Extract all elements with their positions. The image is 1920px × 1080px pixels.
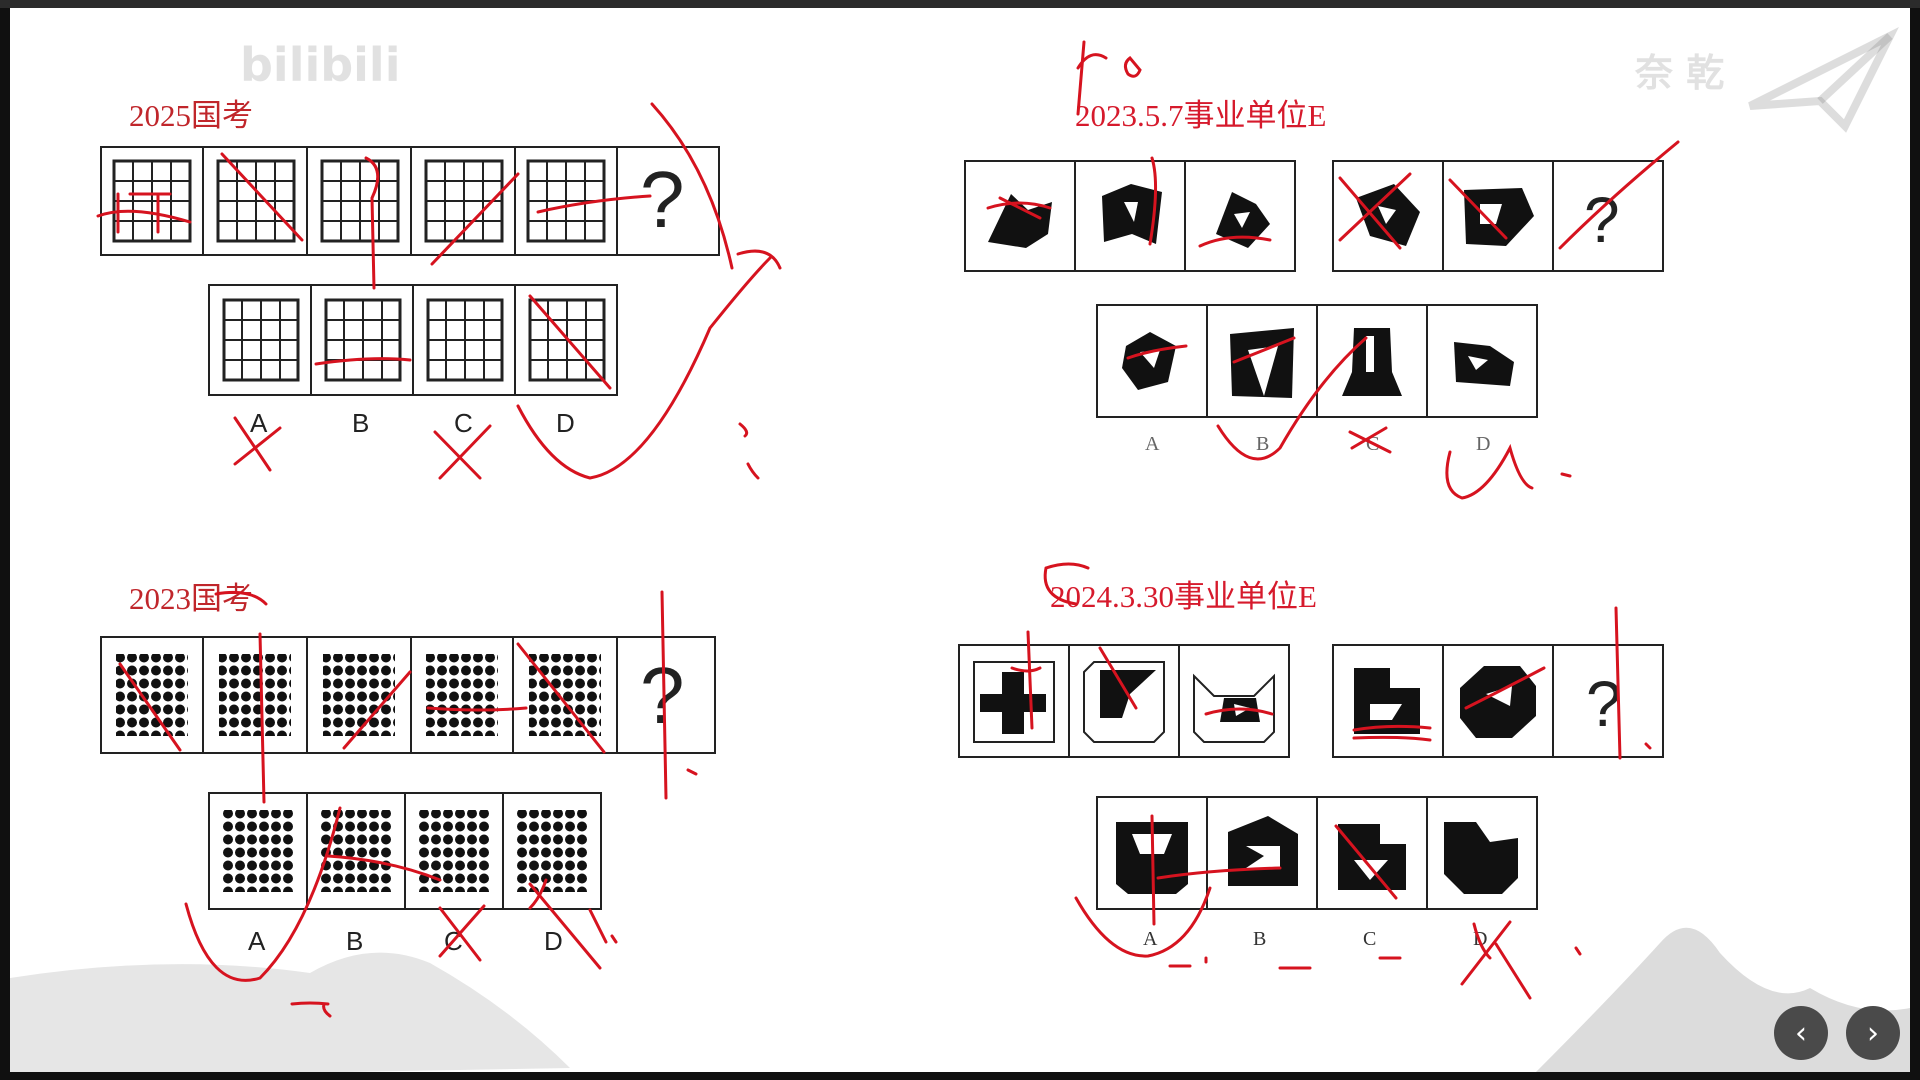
figure-cell[interactable] [1178, 644, 1290, 758]
option-a[interactable] [1096, 304, 1208, 418]
paper-plane-icon [1748, 27, 1899, 133]
brand-watermark: 奈 乾 [1635, 51, 1725, 95]
option-label: C [1363, 928, 1377, 950]
figure-cell[interactable] [410, 636, 514, 754]
option-label: C [1366, 433, 1380, 455]
option-d[interactable] [1426, 796, 1538, 910]
option-label: B [1256, 433, 1270, 455]
top-bar [0, 0, 1920, 8]
option-d[interactable] [502, 792, 602, 910]
figure-cell[interactable] [1332, 160, 1444, 272]
question-cell[interactable]: ? [616, 636, 716, 754]
option-d[interactable] [514, 284, 618, 396]
figure-cell[interactable] [1074, 160, 1186, 272]
option-label: B [352, 408, 370, 438]
prev-slide-button[interactable]: ‹ [1774, 1006, 1828, 1060]
figure-cell[interactable] [306, 636, 412, 754]
option-label: D [544, 926, 563, 956]
figure-cell[interactable] [410, 146, 516, 256]
option-label: D [556, 408, 575, 438]
option-label: C [444, 926, 463, 956]
option-label: D [1473, 928, 1488, 950]
puzzle-title-2024-3-30: 2024.3.30事业单位E [1050, 579, 1317, 614]
figure-cell[interactable] [1184, 160, 1296, 272]
slide: bilibili 奈 乾 bilibili 2025国考 ? A B C D 2… [10, 8, 1910, 1072]
option-c[interactable] [1316, 304, 1428, 418]
question-mark: ? [640, 651, 685, 740]
figure-cell[interactable] [202, 636, 308, 754]
figure-cell[interactable] [512, 636, 618, 754]
figure-cell[interactable] [514, 146, 618, 256]
figure-cell[interactable] [1442, 160, 1554, 272]
question-cell[interactable]: ? [1552, 160, 1664, 272]
figure-cell[interactable] [306, 146, 412, 256]
puzzle-title-2025: 2025国考 [129, 98, 253, 133]
option-label: B [1253, 928, 1267, 950]
figure-cell[interactable] [100, 146, 204, 256]
figure-cell[interactable] [958, 644, 1070, 758]
puzzle-title-2023-5-7: 2023.5.7事业单位E [1075, 98, 1327, 133]
option-c[interactable] [404, 792, 504, 910]
option-b[interactable] [1206, 304, 1318, 418]
question-cell[interactable]: ? [616, 146, 720, 256]
question-mark: ? [1584, 184, 1620, 256]
next-slide-button[interactable]: › [1846, 1006, 1900, 1060]
option-a[interactable] [1096, 796, 1208, 910]
question-mark: ? [640, 155, 685, 244]
question-cell[interactable]: ? [1552, 644, 1664, 758]
question-mark: ? [1586, 668, 1622, 740]
option-b[interactable] [306, 792, 406, 910]
figure-cell[interactable] [1068, 644, 1180, 758]
option-c[interactable] [1316, 796, 1428, 910]
option-label: A [1145, 433, 1160, 455]
option-label: D [1476, 433, 1491, 455]
option-label: C [454, 408, 473, 438]
option-a[interactable] [208, 792, 308, 910]
figure-cell[interactable] [1442, 644, 1554, 758]
option-a[interactable] [208, 284, 312, 396]
option-label: A [248, 926, 266, 956]
option-b[interactable] [310, 284, 414, 396]
figure-cell[interactable] [1332, 644, 1444, 758]
figure-cell[interactable] [100, 636, 204, 754]
puzzle-title-2023: 2023国考 [129, 581, 253, 616]
option-label: A [250, 408, 268, 438]
option-label: A [1143, 928, 1158, 950]
figure-cell[interactable] [964, 160, 1076, 272]
option-b[interactable] [1206, 796, 1318, 910]
option-c[interactable] [412, 284, 516, 396]
figure-cell[interactable] [202, 146, 308, 256]
option-label: B [346, 926, 364, 956]
option-d[interactable] [1426, 304, 1538, 418]
bilibili-watermark-top: bilibili [240, 38, 401, 92]
